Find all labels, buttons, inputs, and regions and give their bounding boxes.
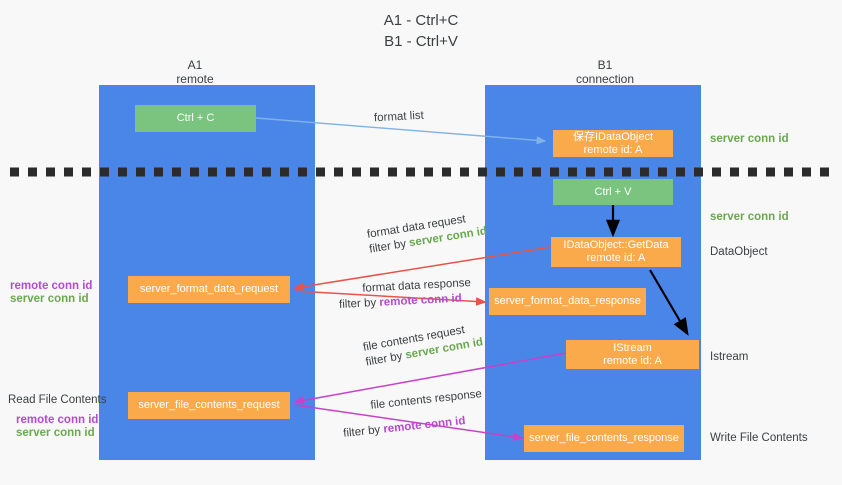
box-server-file-contents-response[interactable]: server_file_contents_response [524,425,684,452]
arrow-getdata-to-istream [649,269,689,336]
box-istream[interactable]: IStream remote id: A [566,340,699,369]
box-save-idataobject[interactable]: 保存IDataObject remote id: A [553,130,673,157]
label-server-conn-id-2: server conn id [16,427,95,439]
label-remote-conn-id-2: remote conn id [16,414,99,426]
arrow-format-data-response [294,290,487,306]
label-server-conn-id-top: server conn id [710,133,789,145]
column-header-a1: A1 remote [176,58,214,86]
filter-key-remote-conn-id: remote conn id [379,292,463,309]
box-ctrl-c[interactable]: Ctrl + C [135,105,256,132]
label-server-conn-id-1: server conn id [10,293,89,305]
box-idataobject-getdata[interactable]: IDataObject::GetData remote id: A [551,237,681,267]
arrow-format-list [255,117,547,145]
annotation-format-list: format list [373,109,425,125]
label-dataobject: DataObject [710,246,768,258]
arrow-file-contents-response [294,404,524,442]
box-server-format-data-response[interactable]: server_format_data_response [489,288,646,315]
box-ctrl-v[interactable]: Ctrl + V [553,179,673,205]
box-server-file-contents-request[interactable]: server_file_contents_request [128,392,290,419]
label-server-conn-id-mid: server conn id [710,211,789,223]
diagram-title: A1 - Ctrl+C B1 - Ctrl+V [383,12,459,50]
arrow-file-contents-request [293,352,567,405]
label-read-file-contents: Read File Contents [8,394,107,406]
label-istream: Istream [710,351,749,363]
box-server-format-data-request[interactable]: server_format_data_request [128,276,290,303]
label-remote-conn-id-1: remote conn id [10,280,93,292]
label-write-file-contents: Write File Contents [710,432,808,444]
arrow-format-data-request [293,246,552,291]
filter-prefix: filter by [338,296,380,311]
column-header-b1: B1 connection [575,58,635,86]
filter-prefix: filter by [342,423,385,440]
